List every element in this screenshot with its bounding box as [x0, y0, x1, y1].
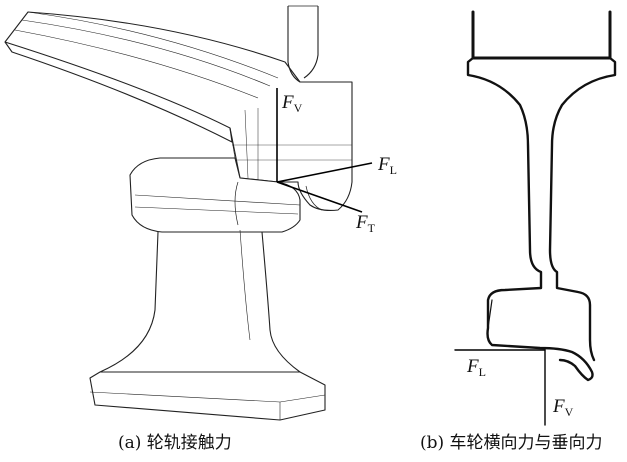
label-fv-b-sub: V [565, 405, 574, 419]
label-fv-b-main: F [552, 396, 565, 417]
label-ft-a-sub: T [368, 221, 376, 235]
panel-a-drawing [4, 5, 373, 421]
caption-panel-a: (a) 轮轨接触力 [118, 433, 232, 453]
label-fv-a-sub: V [294, 101, 303, 115]
fl-line-a [276, 162, 373, 183]
wheel-3d [4, 5, 353, 211]
caption-panel-b: (b) 车轮横向力与垂向力 [420, 433, 603, 453]
label-fv-b: FV [552, 396, 574, 419]
label-ft-a: FT [355, 212, 376, 235]
label-fl-b-main: F [466, 356, 479, 377]
label-fv-a: FV [281, 92, 303, 115]
force-lines-b [454, 349, 546, 426]
panel-b-drawing [454, 10, 617, 426]
rail-3d [89, 157, 326, 421]
label-fv-a-main: F [281, 92, 294, 113]
label-fl-b: FL [466, 356, 486, 379]
label-fl-a-main: F [377, 154, 390, 175]
label-ft-a-main: F [355, 212, 368, 233]
force-lines-a [276, 88, 373, 213]
label-fl-a: FL [377, 154, 397, 177]
ft-line-a [276, 181, 363, 213]
label-fl-a-sub: L [390, 163, 397, 177]
label-fl-b-sub: L [479, 365, 486, 379]
hub-outline [471, 10, 612, 60]
